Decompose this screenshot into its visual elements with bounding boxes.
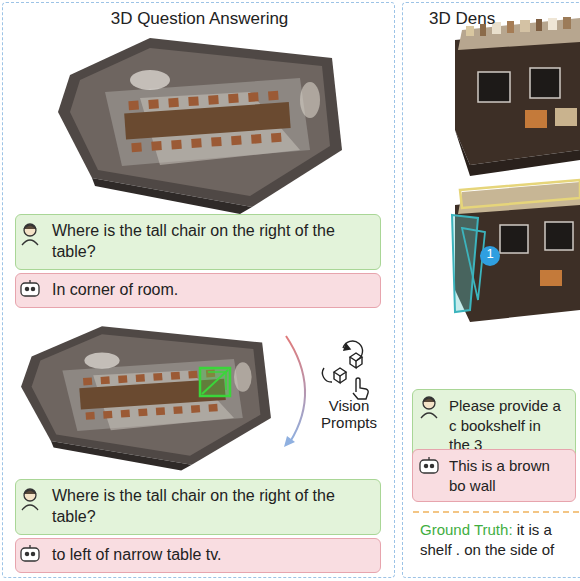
answer-bubble: This is a brown bo wall — [412, 449, 576, 502]
callout-number: 1 — [484, 247, 496, 262]
answer-bubble: In corner of room. — [15, 273, 381, 308]
question-text: Please provide a c bookshelf in the 3 — [449, 396, 565, 455]
panel-title: 3D Question Answering — [111, 9, 289, 29]
word-gap — [513, 521, 517, 538]
answer-bubble: to left of narrow table tv. — [15, 538, 381, 573]
ground-truth-block: Ground Truth: it is a shelf . on the sid… — [420, 520, 578, 561]
panel-title: 3D Dens — [429, 9, 495, 29]
answer-text: In corner of room. — [52, 280, 370, 301]
question-text: Where is the tall chair on the right of … — [52, 221, 370, 263]
ground-truth-heading: Ground Truth: — [420, 521, 513, 538]
prompt-caption: Vision Prompts — [318, 397, 380, 432]
answer-text: to left of narrow table tv. — [52, 545, 370, 566]
question-text: Where is the tall chair on the right of … — [52, 486, 370, 528]
task-panel: 3D Question AnsweringWhere is the tall c… — [2, 2, 395, 578]
answer-text: This is a brown bo wall — [449, 456, 565, 495]
task-panel: 3D DensPlease provide a c bookshelf in t… — [402, 2, 580, 578]
question-bubble: Where is the tall chair on the right of … — [15, 479, 381, 535]
question-bubble: Where is the tall chair on the right of … — [15, 214, 381, 270]
